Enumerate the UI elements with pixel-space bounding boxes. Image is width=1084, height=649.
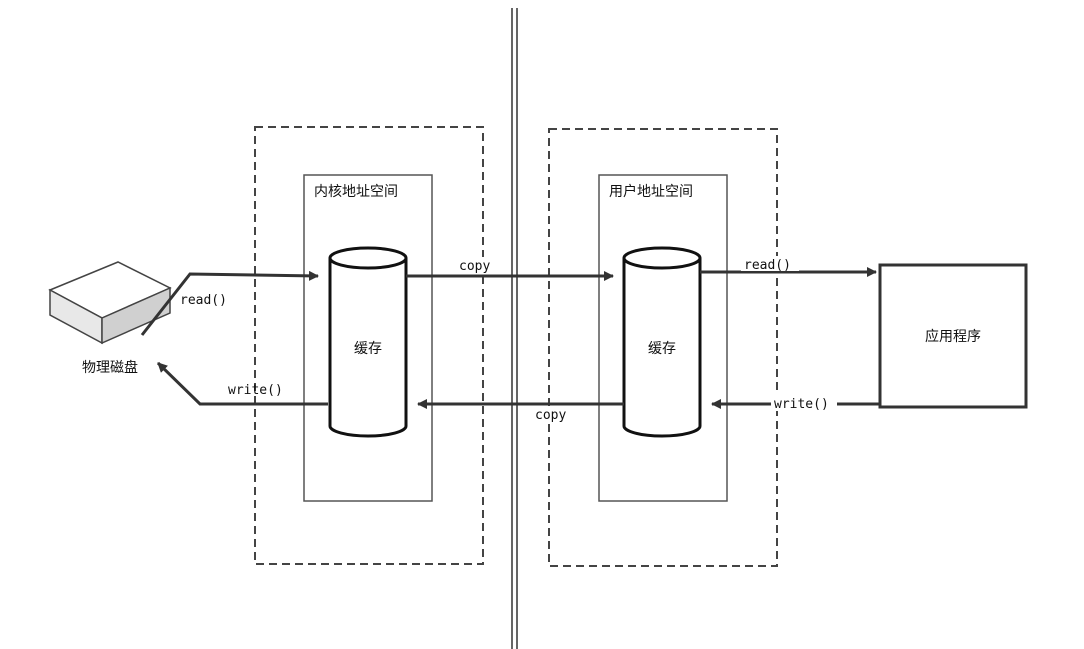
user-cache-label: 缓存 — [648, 341, 676, 357]
kernel-dashed-boundary — [254, 126, 484, 565]
user-cache-cylinder: 缓存 — [622, 246, 702, 438]
kernel-cache-label: 缓存 — [354, 341, 382, 357]
kernel-to-disk-write-arrow — [156, 361, 328, 406]
copy-top-label-bg — [455, 257, 495, 272]
kernel-address-space-title: 内核地址空间 — [314, 184, 398, 200]
application-label: 应用程序 — [925, 328, 981, 345]
app-write-label: write() — [774, 397, 829, 412]
copy-to-user-label: copy — [459, 259, 490, 274]
space-divider — [511, 8, 518, 649]
app-read-label: read() — [744, 258, 791, 273]
copy-bottom-label-bg — [531, 406, 573, 421]
physical-disk-label: 物理磁盘 — [82, 359, 138, 376]
disk-write-label: write() — [228, 383, 283, 398]
user-dashed-boundary — [548, 128, 778, 567]
app-read-label-bg — [741, 256, 799, 271]
disk-to-kernel-read-arrow — [140, 270, 319, 336]
disk-read-label: read() — [180, 293, 227, 308]
application-box — [878, 263, 1028, 409]
user-address-space-title: 用户地址空间 — [609, 183, 693, 200]
app-write-label-bg — [771, 395, 837, 411]
physical-disk-icon — [48, 261, 172, 345]
copy-to-kernel-label: copy — [535, 408, 566, 423]
kernel-cache-cylinder: 缓存 — [328, 246, 408, 438]
